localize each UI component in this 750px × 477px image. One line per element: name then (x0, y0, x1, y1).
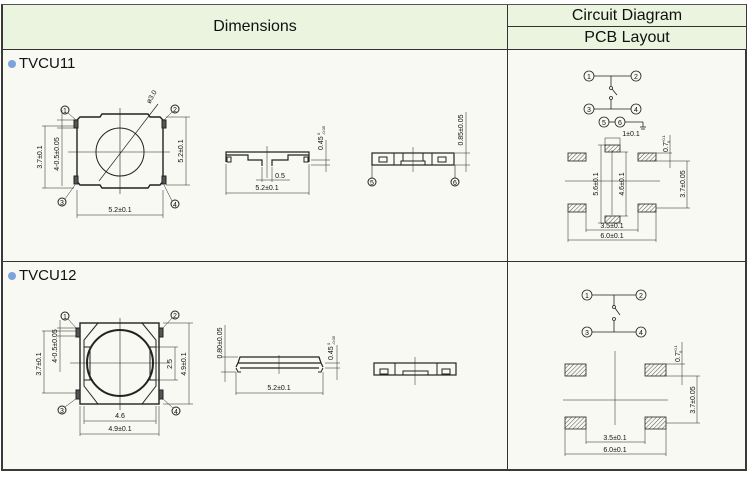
inner-h-label: 3.5±0.1 (600, 223, 623, 230)
tol-lower: -0.05 (331, 335, 336, 345)
pad-width-label: 1±0.1 (622, 131, 640, 138)
outer-h-label: 6.0±0.1 (603, 447, 626, 454)
height-label: 0.80±0.05 (217, 327, 224, 358)
side-width-label: 5.2±0.1 (267, 385, 290, 392)
width-label: 4.9±0.1 (108, 426, 131, 433)
circuit-pin-2: 2 (639, 293, 643, 300)
outer-h-label: 6.0±0.1 (600, 233, 623, 240)
circuit-pin-1: 1 (585, 293, 589, 300)
model-name: TVCU11 (19, 55, 76, 72)
pin-1-label: 1 (63, 108, 67, 115)
height-label: 0.85±0.05 (458, 114, 465, 145)
pad-h-label: 0.7 (663, 142, 670, 152)
pad-h-tol-upper: +0.1 (661, 134, 666, 143)
outer-v-label: 5.6±0.1 (593, 172, 600, 195)
lead-label: 4-0.5±0.05 (54, 137, 61, 171)
bullet-icon (8, 59, 16, 68)
pin-2-label: 2 (173, 107, 177, 114)
tol-upper: 0 (326, 342, 331, 345)
pad-h-tol-lower: 0 (678, 350, 683, 353)
circuit-pin-4: 4 (634, 107, 638, 114)
circuit-pin-3: 3 (587, 107, 591, 114)
row-divider (3, 261, 746, 262)
tol-lower: -0.05 (321, 125, 326, 135)
pin-2-label: 2 (173, 313, 177, 320)
model-name: TVCU12 (19, 267, 77, 284)
circuit-pin-4: 4 (639, 330, 643, 337)
pitch-label: 3.7±0.1 (36, 352, 43, 375)
pitch-v-label: 3.7±0.05 (680, 170, 687, 197)
width-label: 5.2±0.1 (108, 207, 131, 214)
pitch-v-label: 3.7±0.05 (690, 386, 697, 413)
inner-h-label: 3.5±0.1 (603, 435, 626, 442)
height-label: 5.2±0.1 (178, 139, 185, 162)
height-label: 4.9±0.1 (181, 352, 188, 375)
bullet-icon (8, 271, 16, 280)
pin-3-label: 3 (60, 200, 64, 207)
spec-table: Dimensions Circuit Diagram PCB Layout TV… (1, 4, 747, 471)
circuit-pin-3: 3 (585, 330, 589, 337)
inner-label: 2.5 (167, 359, 174, 369)
side-width-label: 5.2±0.1 (255, 185, 278, 192)
pin-6-label: 6 (453, 180, 457, 187)
inner-v-label: 4.6±0.1 (619, 172, 626, 195)
pad-h-tol-lower: 0 (666, 140, 671, 143)
header-circuit-diagram: Circuit Diagram (508, 5, 746, 27)
pad-h-label: 0.7 (675, 352, 682, 362)
tol-upper: 0 (316, 132, 321, 135)
stem-label: 0.5 (275, 173, 285, 180)
pin-1-label: 1 (63, 314, 67, 321)
circuit-pin-6: 6 (618, 120, 622, 127)
pitch-label: 3.7±0.1 (37, 145, 44, 168)
thickness-label: 0.45 (328, 346, 335, 360)
circuit-pin-1: 1 (587, 74, 591, 81)
pin-3-label: 3 (60, 408, 64, 415)
model-label-tvcu12: TVCU12 (8, 267, 77, 284)
inner-width-label: 4.6 (115, 413, 125, 420)
header-dimensions: Dimensions (3, 5, 508, 50)
pad-h-tol-upper: +0.1 (673, 344, 678, 353)
circuit-pin-5: 5 (602, 120, 606, 127)
thickness-label: 0.45 (318, 136, 325, 150)
column-divider (507, 49, 508, 469)
pin-4-label: 4 (173, 202, 177, 209)
circuit-pin-2: 2 (634, 74, 638, 81)
model-label-tvcu11: TVCU11 (8, 55, 75, 72)
header-pcb-layout: PCB Layout (508, 27, 746, 50)
lead-label: 4-0.5±0.05 (52, 329, 59, 363)
pin-4-label: 4 (174, 409, 178, 416)
pin-5-label: 5 (370, 180, 374, 187)
